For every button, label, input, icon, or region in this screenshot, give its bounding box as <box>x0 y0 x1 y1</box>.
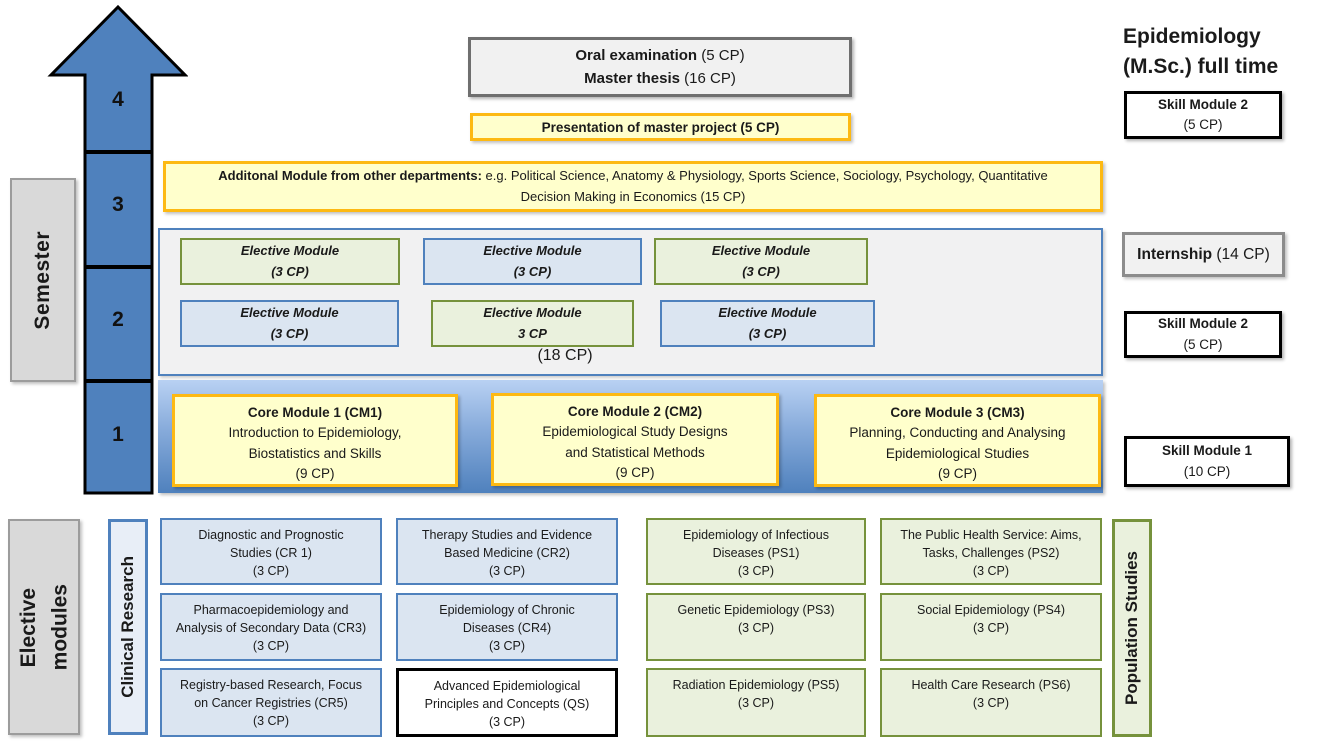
elective-module-box-4: Elective Module (3 CP) <box>180 300 399 347</box>
semester1-core-band: Core Module 1 (CM1) Introduction to Epid… <box>158 380 1103 493</box>
elective-module-box-2: Elective Module (3 CP) <box>423 238 642 285</box>
module-ps3-box: Genetic Epidemiology (PS3) (3 CP) <box>646 593 866 661</box>
additional-module-text: Additonal Module from other departments:… <box>218 167 1048 204</box>
core-module-2-title: Core Module 2 (CM2) <box>567 404 703 419</box>
core-module-2-box: Core Module 2 (CM2) Epidemiological Stud… <box>491 393 779 486</box>
module-ps1-box: Epidemiology of Infectious Diseases (PS1… <box>646 518 866 585</box>
arrow-shape-icon <box>47 4 188 495</box>
population-studies-group-label-box: Population Studies <box>1112 519 1152 737</box>
elective-module-box-6: Elective Module (3 CP) <box>660 300 875 347</box>
core-module-2-body: Epidemiological Study Designs and Statis… <box>542 424 728 480</box>
semester-arrow <box>46 4 188 496</box>
semester-4-label: 4 <box>112 88 124 111</box>
clinical-research-label: Clinical Research <box>118 556 137 698</box>
core-module-3-title: Core Module 3 (CM3) <box>890 405 1025 420</box>
semester-axis-box: Semester <box>10 178 76 382</box>
elective-module-box-3: Elective Module (3 CP) <box>654 238 868 285</box>
elective-module-box-1: Elective Module (3 CP) <box>180 238 400 285</box>
elective-modules-axis-label: Elective modules <box>16 583 72 671</box>
oral-exam-thesis-box: Oral examination (5 CP) Master thesis (1… <box>468 37 852 97</box>
module-cr4-box: Epidemiology of Chronic Diseases (CR4) (… <box>396 593 618 661</box>
program-title-line1: Epidemiology <box>1123 25 1261 48</box>
population-studies-label: Population Studies <box>1122 551 1141 705</box>
semester-1-label: 1 <box>112 423 124 446</box>
module-cr1-box: Diagnostic and Prognostic Studies (CR 1)… <box>160 518 382 585</box>
module-ps4-box: Social Epidemiology (PS4) (3 CP) <box>880 593 1102 661</box>
module-cr2-box: Therapy Studies and Evidence Based Medic… <box>396 518 618 585</box>
core-module-1-body: Introduction to Epidemiology, Biostatist… <box>228 425 402 481</box>
core-module-1-box: Core Module 1 (CM1) Introduction to Epid… <box>172 394 458 487</box>
semester-axis-label: Semester <box>31 230 54 330</box>
master-thesis-line: Master thesis (16 CP) <box>584 70 736 87</box>
core-module-3-box: Core Module 3 (CM3) Planning, Conducting… <box>814 394 1101 487</box>
semester2-total-credits: (18 CP) <box>537 347 593 364</box>
clinical-research-group-label-box: Clinical Research <box>108 519 148 735</box>
module-qs-box: Advanced Epidemiological Principles and … <box>396 668 618 737</box>
module-cr5-box: Registry-based Research, Focus on Cancer… <box>160 668 382 737</box>
presentation-box: Presentation of master project (5 CP) <box>470 113 851 141</box>
skill-module-1-box: Skill Module 1 (10 CP) <box>1124 436 1290 487</box>
elective-modules-axis-box: Elective modules <box>8 519 80 735</box>
semester-2-label: 2 <box>112 308 124 331</box>
presentation-label: Presentation of master project (5 CP) <box>541 119 780 135</box>
skill-module-2a-box: Skill Module 2 (5 CP) <box>1124 91 1282 139</box>
module-cr3-box: Pharmacoepidemiology and Analysis of Sec… <box>160 593 382 661</box>
additional-module-box: Additonal Module from other departments:… <box>163 161 1103 212</box>
skill-module-2b-box: Skill Module 2 (5 CP) <box>1124 311 1282 358</box>
semester2-elective-container: Elective Module (3 CP) Elective Module (… <box>158 228 1103 376</box>
core-module-1-title: Core Module 1 (CM1) <box>247 405 383 420</box>
module-ps5-box: Radiation Epidemiology (PS5) (3 CP) <box>646 668 866 737</box>
program-title: Epidemiology (M.Sc.) full time <box>1123 22 1303 83</box>
elective-module-box-5: Elective Module 3 CP <box>431 300 634 347</box>
program-title-line2: (M.Sc.) full time <box>1123 55 1279 79</box>
core-module-3-body: Planning, Conducting and Analysing Epide… <box>849 425 1066 481</box>
oral-exam-line: Oral examination (5 CP) <box>575 46 745 64</box>
module-ps2-box: The Public Health Service: Aims, Tasks, … <box>880 518 1102 585</box>
internship-label: Internship (14 CP) <box>1137 245 1270 263</box>
internship-box: Internship (14 CP) <box>1122 232 1285 277</box>
semester-3-label: 3 <box>112 193 124 216</box>
module-ps6-box: Health Care Research (PS6) (3 CP) <box>880 668 1102 737</box>
